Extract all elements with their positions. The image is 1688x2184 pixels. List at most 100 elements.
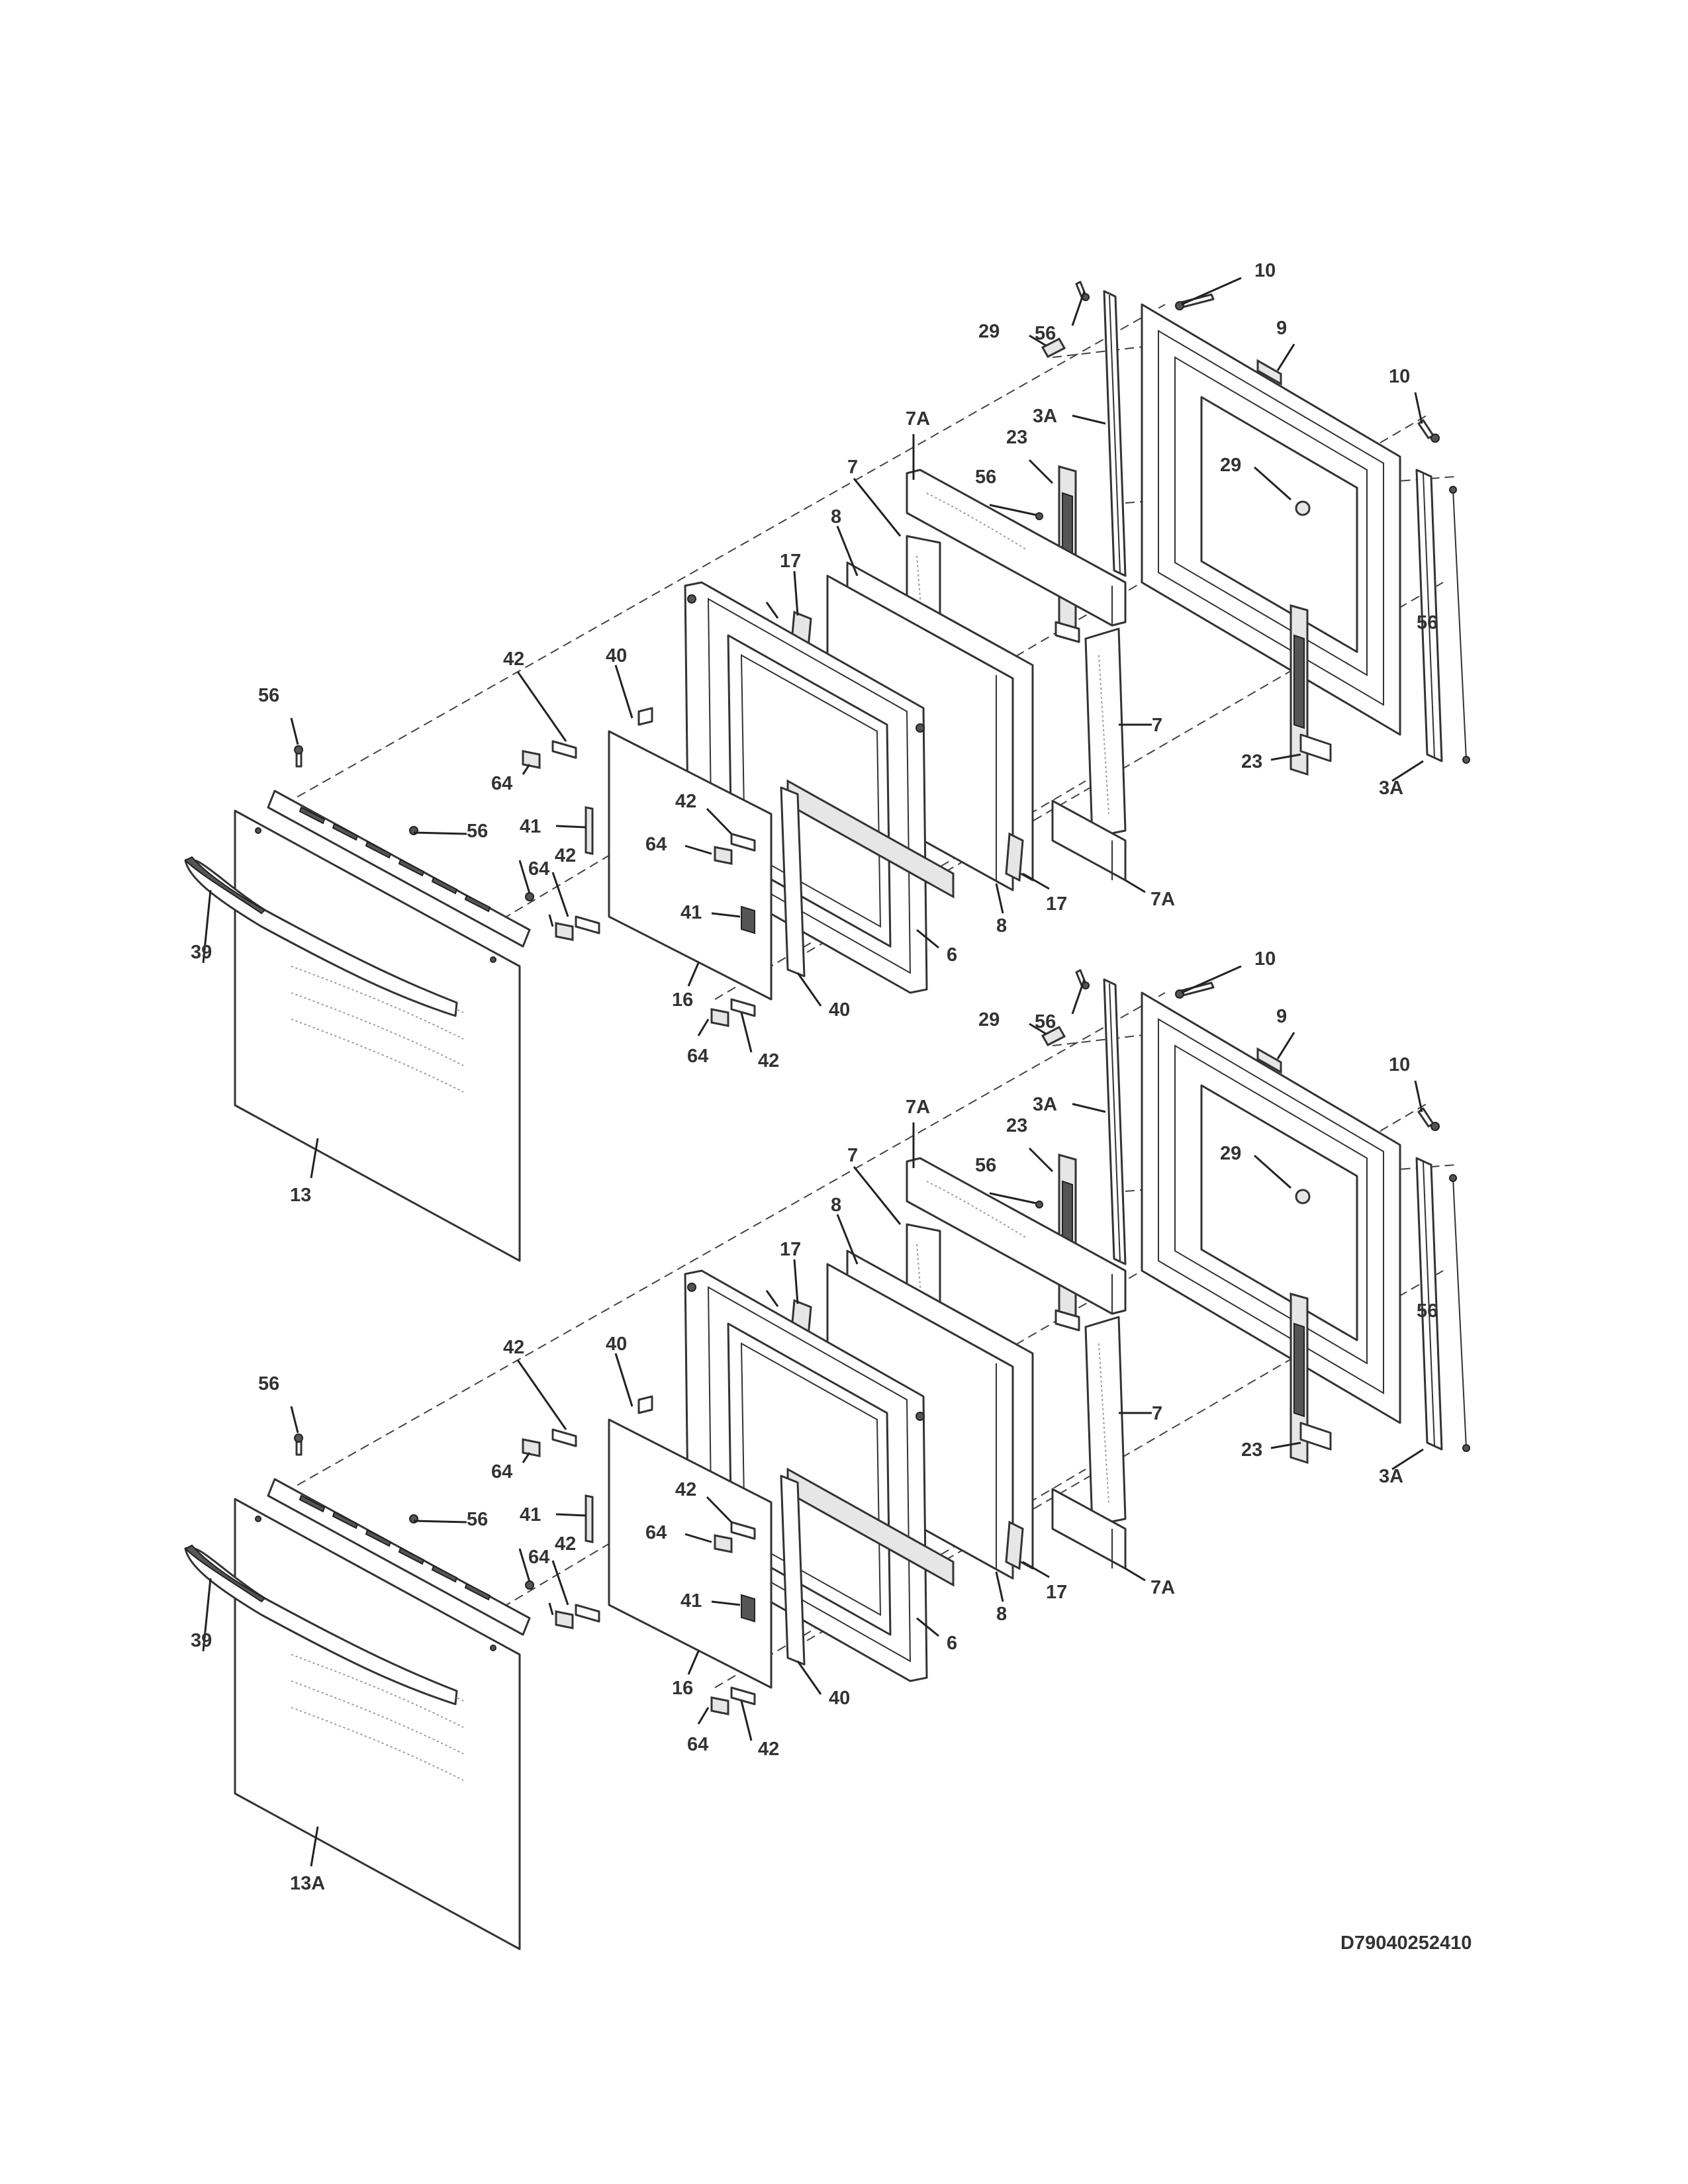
label-41b: 41 xyxy=(680,1590,702,1612)
door-handle xyxy=(184,1544,458,1706)
label-29a: 29 xyxy=(978,1009,1000,1030)
screw-10b-icon xyxy=(1417,419,1440,443)
hinge-channel-left xyxy=(1103,290,1127,577)
pad-64-c xyxy=(555,1610,574,1629)
label-40b: 40 xyxy=(829,1688,850,1709)
label-8b: 8 xyxy=(996,1604,1007,1625)
label-23a: 23 xyxy=(1006,1115,1027,1136)
clip-41-lower xyxy=(741,1594,755,1623)
label-6: 6 xyxy=(947,944,957,966)
label-41b: 41 xyxy=(680,902,702,923)
insulation-7A-upper xyxy=(906,1157,1127,1315)
label-42d: 42 xyxy=(758,1739,779,1760)
vent-trim xyxy=(267,790,531,948)
label-56e: 56 xyxy=(467,821,488,842)
label-42c: 42 xyxy=(555,845,576,866)
screw-10-icon xyxy=(1175,293,1215,310)
label-7b: 7 xyxy=(1152,715,1162,736)
label-41a: 41 xyxy=(520,1504,541,1525)
bracket-42-d xyxy=(730,1686,756,1706)
bracket-42-c xyxy=(575,915,600,934)
inner-door-liner xyxy=(1141,303,1401,736)
label-41a: 41 xyxy=(520,816,541,837)
label-17a: 17 xyxy=(780,1239,801,1260)
label-13: 13A xyxy=(290,1873,325,1894)
bracket-42-b xyxy=(730,833,756,852)
clip-41-upper xyxy=(585,806,594,855)
screw-56-right-icon xyxy=(1449,1174,1470,1452)
screw-56-hinge-icon xyxy=(1035,512,1043,520)
pad-64-a xyxy=(522,1438,541,1457)
label-7Ab: 7A xyxy=(1150,889,1175,910)
label-17b: 17 xyxy=(1046,1582,1067,1603)
pin-29-icon xyxy=(1041,1026,1066,1046)
label-29b: 29 xyxy=(1220,1143,1241,1164)
insulation-7A-upper xyxy=(906,469,1127,627)
label-42c: 42 xyxy=(555,1533,576,1555)
door-assembly-lower: 10 9 56 29 10 3A 7A 23 29 56 7 8 17 56 7… xyxy=(184,948,1470,1950)
label-56a: 56 xyxy=(1035,323,1056,344)
pad-64-d xyxy=(710,1696,729,1715)
label-64c: 64 xyxy=(687,1734,708,1755)
label-10a: 10 xyxy=(1254,260,1276,281)
drawing-code: D79040252410 xyxy=(1340,1933,1472,1954)
label-56e: 56 xyxy=(467,1509,488,1530)
label-3Aa: 3A xyxy=(1033,406,1057,427)
label-56d: 56 xyxy=(258,685,279,706)
inner-glass-16 xyxy=(608,730,773,1001)
label-64b: 64 xyxy=(645,1522,667,1543)
pin-29-icon xyxy=(1041,338,1066,358)
label-7Aa: 7A xyxy=(906,1097,930,1118)
outer-door-panel xyxy=(234,809,521,1262)
screw-56-vent-icon xyxy=(409,1514,534,1590)
label-56c: 56 xyxy=(1417,612,1438,633)
label-40b: 40 xyxy=(829,999,850,1021)
screw-56-left-icon xyxy=(294,1433,303,1456)
label-42b: 42 xyxy=(675,1479,696,1500)
label-16: 16 xyxy=(672,989,693,1011)
label-16: 16 xyxy=(672,1678,693,1699)
clip-41-lower xyxy=(741,905,755,934)
bracket-42-b xyxy=(730,1521,756,1540)
hinge-channel-right xyxy=(1415,1157,1443,1451)
screw-56-left-icon xyxy=(294,745,303,768)
label-23a: 23 xyxy=(1006,427,1027,448)
label-9: 9 xyxy=(1276,318,1287,339)
screw-10-icon xyxy=(1175,981,1215,999)
vent-trim xyxy=(267,1478,531,1636)
label-42d: 42 xyxy=(758,1050,779,1071)
label-64mid: 64 xyxy=(528,1547,549,1568)
pad-64-b xyxy=(714,1534,733,1553)
label-9: 9 xyxy=(1276,1006,1287,1027)
screw-56-right-icon xyxy=(1449,486,1470,764)
pad-64-b xyxy=(714,846,733,865)
insulation-7-right xyxy=(1084,1316,1127,1527)
label-64mid: 64 xyxy=(528,858,549,880)
label-8a: 8 xyxy=(831,1195,841,1216)
bracket-42-d xyxy=(730,998,756,1017)
label-29a: 29 xyxy=(978,321,1000,342)
trim-40 xyxy=(637,707,806,978)
label-17a: 17 xyxy=(780,551,801,572)
label-56a: 56 xyxy=(1035,1011,1056,1032)
label-56b: 56 xyxy=(975,467,996,488)
insulation-7-right xyxy=(1084,627,1127,839)
label-64a: 64 xyxy=(491,1461,512,1482)
label-40a: 40 xyxy=(606,645,627,666)
label-42a: 42 xyxy=(503,1337,524,1358)
inner-glass-16 xyxy=(608,1418,773,1689)
hinge-channel-right xyxy=(1415,469,1443,762)
label-7a: 7 xyxy=(847,457,858,478)
label-23b: 23 xyxy=(1241,751,1262,772)
label-8a: 8 xyxy=(831,506,841,527)
hinge-23-lower xyxy=(1289,604,1332,776)
label-40a: 40 xyxy=(606,1334,627,1355)
label-7Ab: 7A xyxy=(1150,1577,1175,1598)
label-13: 13 xyxy=(290,1185,311,1206)
label-7b: 7 xyxy=(1152,1403,1162,1424)
label-3Aa: 3A xyxy=(1033,1094,1057,1115)
label-64a: 64 xyxy=(491,773,512,794)
trim-40 xyxy=(637,1395,806,1666)
outer-door-panel xyxy=(234,1498,521,1950)
